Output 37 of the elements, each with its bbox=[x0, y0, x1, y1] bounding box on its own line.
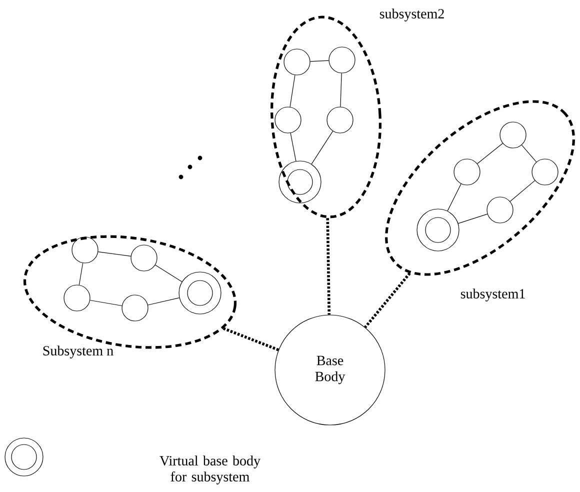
circle bbox=[532, 158, 558, 186]
link-line bbox=[78, 262, 84, 286]
link-line bbox=[90, 300, 122, 306]
link-line bbox=[521, 144, 537, 162]
link-line bbox=[477, 143, 503, 164]
link-line bbox=[148, 297, 180, 306]
group-label: subsystem1 bbox=[460, 288, 525, 302]
link-line bbox=[310, 60, 330, 62]
legend-text: Virtual base body for subsystem bbox=[160, 456, 260, 484]
connector-line bbox=[326, 218, 331, 315]
link-line bbox=[290, 132, 296, 162]
connector-line bbox=[364, 272, 411, 328]
circle bbox=[64, 284, 90, 312]
circle bbox=[328, 46, 356, 74]
circle bbox=[486, 196, 514, 224]
link-line bbox=[290, 74, 296, 108]
circle bbox=[130, 244, 158, 272]
link-line bbox=[458, 214, 488, 224]
connector-line bbox=[222, 327, 279, 352]
group-label: Subsystem n bbox=[43, 346, 114, 358]
link-line bbox=[311, 130, 334, 164]
link-line bbox=[98, 251, 132, 256]
link-line bbox=[447, 184, 462, 212]
circle bbox=[122, 294, 148, 322]
link-line bbox=[510, 180, 536, 202]
circle bbox=[274, 106, 302, 134]
double-circle bbox=[278, 160, 322, 204]
circle bbox=[284, 48, 310, 76]
circle bbox=[454, 158, 480, 186]
circle bbox=[500, 122, 526, 148]
double-circle bbox=[178, 272, 222, 314]
double-circle bbox=[416, 208, 460, 252]
group-label: subsystem2 bbox=[380, 8, 444, 22]
link-line bbox=[154, 264, 182, 282]
circle bbox=[72, 236, 98, 264]
link-line bbox=[340, 72, 342, 107]
circle bbox=[326, 106, 354, 134]
